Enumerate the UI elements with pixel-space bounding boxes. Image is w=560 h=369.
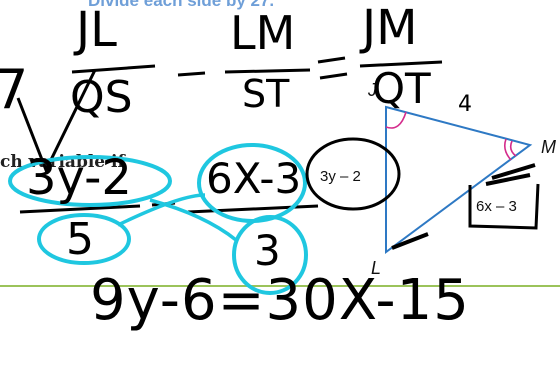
ink-cross-line-1 [117,193,206,227]
ink-circle-3y [8,155,172,207]
ink-lm: LM [230,6,296,60]
ink-3: 3 [254,226,281,275]
ink-equals-a [317,56,346,64]
ink-5: 5 [66,214,94,265]
side-label-jl: 3y – 2 [320,168,361,185]
ink-qt: QT [372,64,431,113]
ink-fraction-bar-5 [187,204,319,214]
ink-jl: JL [76,2,117,58]
side-label-lm: 6x – 3 [476,198,517,215]
ink-cross-line-2 [149,198,238,242]
ink-fraction-bar-1 [71,64,156,74]
ink-equals-b [319,72,348,80]
instruction-caption: Divide each side by 27. [88,0,275,10]
ink-circle-3 [232,215,308,295]
ink-6x-3: 6X-3 [206,154,302,203]
ink-qs: QS [70,72,133,123]
ink-equation: 9y-6=30X-15 [90,268,470,333]
vertex-label-m: M [541,137,556,157]
ink-jm: JM [362,0,418,56]
ink-tick-lm-2 [485,173,531,186]
vertex-label-j: J [368,80,377,100]
ink-checkmark [16,69,97,174]
ink-circle-5 [37,213,131,265]
triangle-jml [385,105,533,254]
vertex-label-l: L [371,258,382,278]
ink-digit-4: 4 [458,92,472,117]
ink-tick-jl [391,232,429,250]
ink-fraction-bar-2 [224,68,311,74]
green-rule-line [0,285,560,287]
angle-mark-j [385,111,407,129]
ink-tick-lm-1 [491,163,536,180]
ink-digit-7: 7 [0,58,29,121]
ink-st: ST [242,72,290,116]
angle-mark-m-inner [509,140,517,157]
ink-3y-2: 3y-2 [26,150,132,206]
angle-mark-m-outer [504,138,512,161]
ink-fraction-bar-3 [359,60,443,68]
ink-minus [177,71,206,77]
ink-fraction-bar-4 [19,204,141,214]
ink-circle-side-jl [305,137,401,211]
ink-box-side-lm [468,183,540,230]
